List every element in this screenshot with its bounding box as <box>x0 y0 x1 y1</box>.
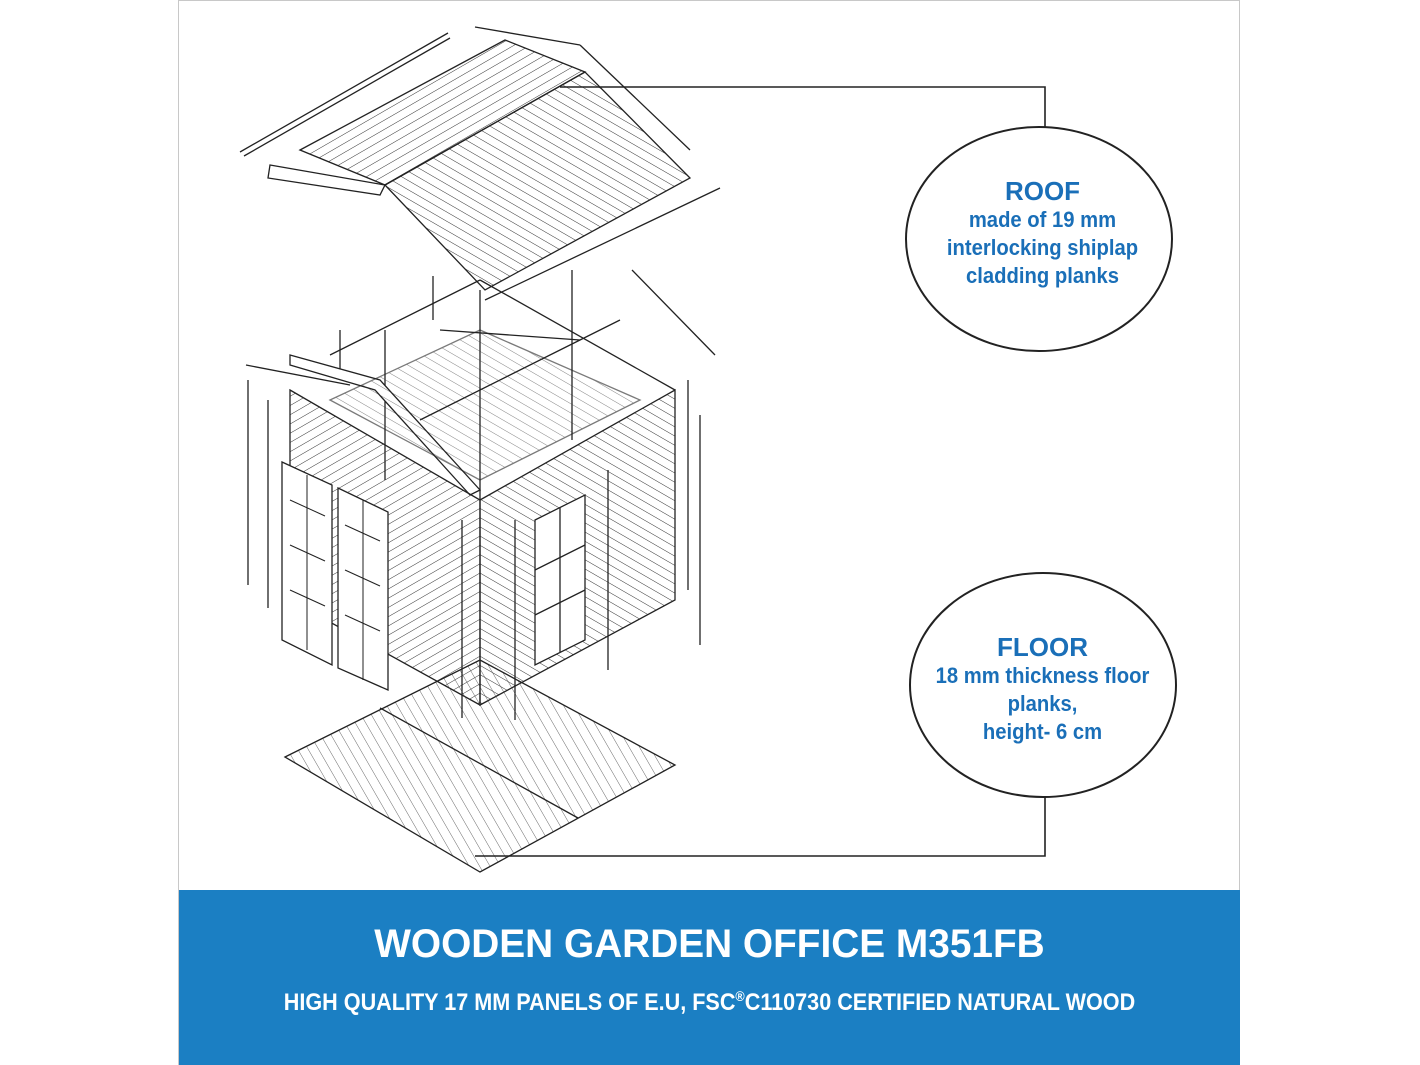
roof-callout-circle <box>905 126 1173 352</box>
floor <box>283 659 677 873</box>
roof-right-panel <box>383 71 692 291</box>
floor-leader-line <box>475 797 1046 857</box>
back-interior <box>328 329 642 481</box>
subtitle-post: C110730 CERTIFIED NATURAL WOOD <box>744 989 1136 1016</box>
floor-line: planks, <box>1007 691 1078 716</box>
floor-callout-circle <box>909 572 1177 798</box>
floor-line: height- 6 cm <box>982 719 1103 744</box>
floor-line: 18 mm thickness floor <box>935 663 1150 688</box>
roof-line: cladding planks <box>966 263 1119 288</box>
product-subtitle: HIGH QUALITY 17 MM PANELS OF E.U, FSC®C1… <box>232 988 1187 1017</box>
floor-heading: FLOOR <box>997 632 1088 662</box>
roof-line: interlocking shiplap <box>946 235 1139 260</box>
floor-callout: FLOOR 18 mm thickness floor planks, heig… <box>915 632 1170 746</box>
subtitle-pre: HIGH QUALITY 17 MM PANELS OF E.U, FSC <box>283 989 736 1016</box>
product-title: WOODEN GARDEN OFFICE M351FB <box>374 922 1045 966</box>
roof-heading: ROOF <box>1004 176 1081 206</box>
roof-callout: ROOF made of 19 mm interlocking shiplap … <box>920 176 1165 290</box>
roof-leader-line <box>560 86 1046 127</box>
image-frame <box>178 0 1240 1065</box>
product-banner: WOODEN GARDEN OFFICE M351FB HIGH QUALITY… <box>179 890 1240 1065</box>
roof-line: made of 19 mm <box>968 207 1117 232</box>
registered-mark: ® <box>735 988 745 1004</box>
